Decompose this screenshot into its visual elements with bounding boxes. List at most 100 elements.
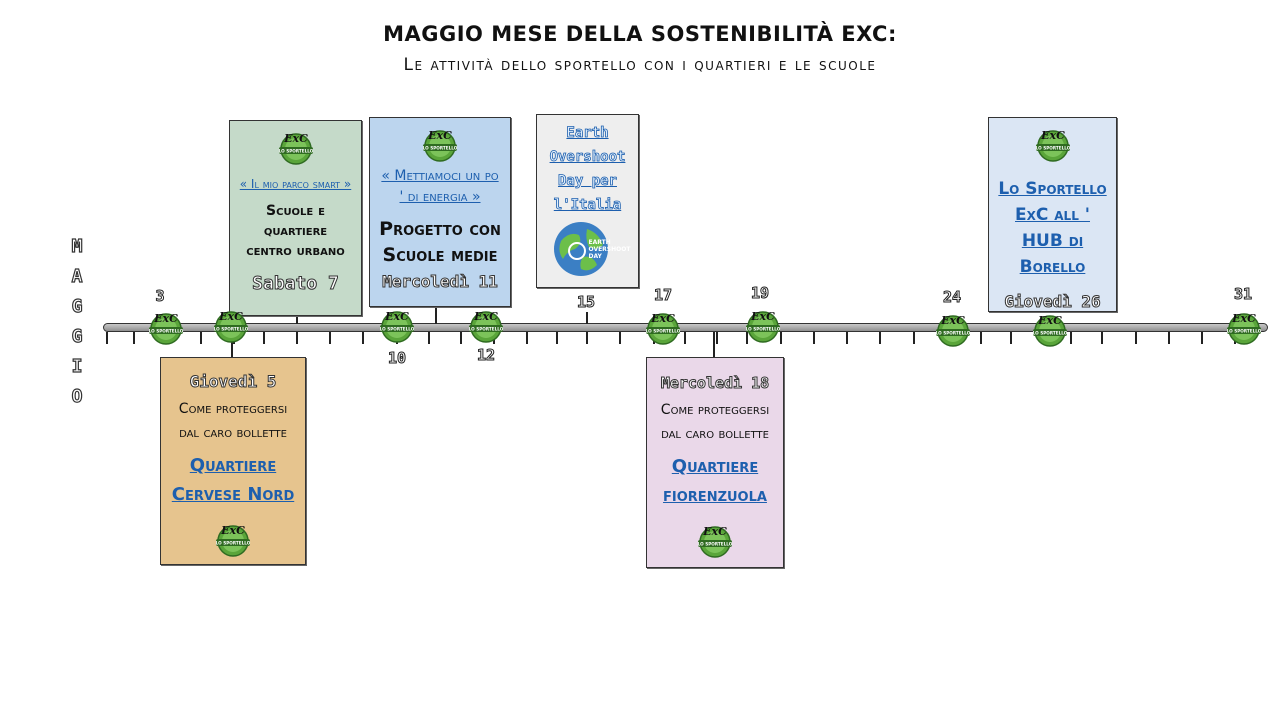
- exc-badge-icon: LO SPORTELLO ExC: [1033, 124, 1073, 164]
- exc-badge-icon: LO SPORTELLO ExC: [695, 520, 735, 560]
- svg-text:ExC: ExC: [153, 312, 178, 325]
- timeline-tick: [428, 332, 430, 344]
- earth-globe-icon: [553, 222, 608, 276]
- timeline-tick: [329, 332, 331, 344]
- card-parco-link[interactable]: « Il mio parco smart »: [239, 177, 352, 191]
- exc-logo: LO SPORTELLO ExC: [695, 520, 735, 560]
- timeline-tick: [879, 332, 881, 344]
- svg-text:ExC: ExC: [427, 129, 452, 142]
- month-letter: M: [71, 235, 83, 257]
- svg-text:ExC: ExC: [750, 310, 775, 323]
- svg-text:LO SPORTELLO: LO SPORTELLO: [423, 146, 458, 151]
- timeline-badge-24: LO SPORTELLO ExC: [933, 309, 973, 349]
- exc-badge-icon: LO SPORTELLO ExC: [276, 127, 316, 167]
- month-letter: A: [71, 265, 83, 287]
- timeline-tick: [1101, 332, 1103, 344]
- day-label-15: 15: [576, 293, 596, 312]
- overshoot-globe-logo: EARTH OVERSHOOT DAY: [553, 221, 631, 277]
- day-label-24: 24: [942, 288, 962, 307]
- card-overshoot-link[interactable]: Earth Overshoot Day per l'Italia: [549, 125, 626, 214]
- day-label-10: 10: [387, 349, 407, 368]
- card-fiorenzuola-body: Come proteggersi dal caro bollette: [660, 402, 770, 442]
- timeline-tick: [684, 332, 686, 344]
- svg-text:LO SPORTELLO: LO SPORTELLO: [1227, 329, 1262, 334]
- svg-text:LO SPORTELLO: LO SPORTELLO: [1033, 331, 1068, 336]
- timeline-tick: [746, 332, 748, 344]
- svg-text:LO SPORTELLO: LO SPORTELLO: [149, 329, 184, 334]
- timeline-tick: [200, 332, 202, 344]
- svg-text:ExC: ExC: [473, 310, 498, 323]
- month-letter: G: [71, 325, 83, 347]
- timeline-tick: [435, 312, 437, 324]
- timeline-tick: [619, 332, 621, 344]
- timeline-tick: [586, 312, 588, 324]
- svg-text:ExC: ExC: [1231, 312, 1256, 325]
- svg-text:ExC: ExC: [940, 314, 965, 327]
- svg-text:LO SPORTELLO: LO SPORTELLO: [214, 327, 249, 332]
- svg-text:LO SPORTELLO: LO SPORTELLO: [698, 542, 733, 547]
- svg-text:LO SPORTELLO: LO SPORTELLO: [646, 329, 681, 334]
- svg-text:LO SPORTELLO: LO SPORTELLO: [380, 327, 415, 332]
- timeline-tick: [780, 332, 782, 344]
- exc-badge-icon: LO SPORTELLO ExC: [213, 519, 253, 559]
- timeline-tick: [813, 332, 815, 344]
- timeline-badge-26: LO SPORTELLO ExC: [1030, 309, 1070, 349]
- card-cervese-link[interactable]: Quartiere Cervese Nord: [171, 455, 295, 505]
- day-label-3: 3: [155, 287, 165, 306]
- card-energia-date: Mercoledì 11: [382, 272, 499, 292]
- month-letter: I: [71, 355, 83, 377]
- card-fiorenzuola-link[interactable]: Quartiere fiorenzuola: [663, 456, 767, 506]
- card-cervese-date: Giovedì 5: [189, 372, 277, 392]
- exc-logo: LO SPORTELLO ExC: [213, 519, 253, 559]
- timeline-tick: [296, 332, 298, 344]
- card-borello-link[interactable]: Lo Sportello ExC all ' HUB di Borello: [998, 179, 1107, 277]
- timeline-tick: [1070, 332, 1072, 344]
- card-parco-body: Scuole e quartiere centro urbano: [246, 203, 345, 259]
- month-label: M A G G I O: [63, 232, 91, 412]
- svg-text:LO SPORTELLO: LO SPORTELLO: [278, 149, 313, 154]
- timeline-tick: [846, 332, 848, 344]
- svg-text:ExC: ExC: [220, 524, 245, 537]
- timeline-tick: [106, 332, 108, 344]
- svg-text:LO SPORTELLO: LO SPORTELLO: [746, 327, 781, 332]
- svg-text:LO SPORTELLO: LO SPORTELLO: [469, 327, 504, 332]
- card-energia-link[interactable]: « Mettiamoci un po ' di energia »: [381, 168, 499, 205]
- page-title: Maggio mese della SOSTENIBILITÀ ExC:: [383, 22, 897, 46]
- timeline-badge-19: LO SPORTELLO ExC: [743, 305, 783, 345]
- timeline-tick: [980, 332, 982, 344]
- timeline-badge-3: LO SPORTELLO ExC: [146, 307, 186, 347]
- card-energia-body: Progetto con Scuole medie: [379, 218, 501, 266]
- card-fiorenzuola-date: Mercoledì 18: [660, 374, 770, 393]
- svg-text:LO SPORTELLO: LO SPORTELLO: [216, 541, 251, 546]
- svg-text:ExC: ExC: [702, 525, 727, 538]
- card-energia: LO SPORTELLO ExC « Mettiamoci un po ' di …: [369, 117, 511, 307]
- svg-text:ExC: ExC: [1037, 314, 1062, 327]
- timeline-tick: [586, 332, 588, 344]
- svg-text:LO SPORTELLO: LO SPORTELLO: [1035, 146, 1070, 151]
- exc-logo: LO SPORTELLO ExC: [1033, 124, 1073, 164]
- timeline-tick: [556, 332, 558, 344]
- timeline-tick: [460, 332, 462, 344]
- timeline-tick: [1010, 332, 1012, 344]
- timeline-badge-31: LO SPORTELLO ExC: [1224, 307, 1264, 347]
- svg-text:ExC: ExC: [1040, 129, 1065, 142]
- svg-text:LO SPORTELLO: LO SPORTELLO: [936, 331, 971, 336]
- card-fiorenzuola: Mercoledì 18 Come proteggersi dal caro b…: [646, 357, 784, 568]
- overshoot-logo-text: EARTH OVERSHOOT DAY: [588, 239, 631, 260]
- exc-logo: LO SPORTELLO ExC: [420, 124, 460, 164]
- month-letter: O: [71, 385, 83, 407]
- timeline-tick: [1168, 332, 1170, 344]
- card-cervese: Giovedì 5 Come proteggersi dal caro boll…: [160, 357, 306, 565]
- month-letter: G: [71, 295, 83, 317]
- card-cervese-body: Come proteggersi dal caro bollette: [178, 401, 288, 441]
- day-label-31: 31: [1233, 285, 1253, 304]
- svg-text:ExC: ExC: [283, 132, 308, 145]
- timeline-tick: [263, 332, 265, 344]
- timeline-tick: [526, 332, 528, 344]
- timeline-tick: [1135, 332, 1137, 344]
- card-borello-date: Giovedì 26: [1004, 292, 1101, 312]
- card-overshoot: Earth Overshoot Day per l'Italia EARTH O…: [536, 114, 639, 288]
